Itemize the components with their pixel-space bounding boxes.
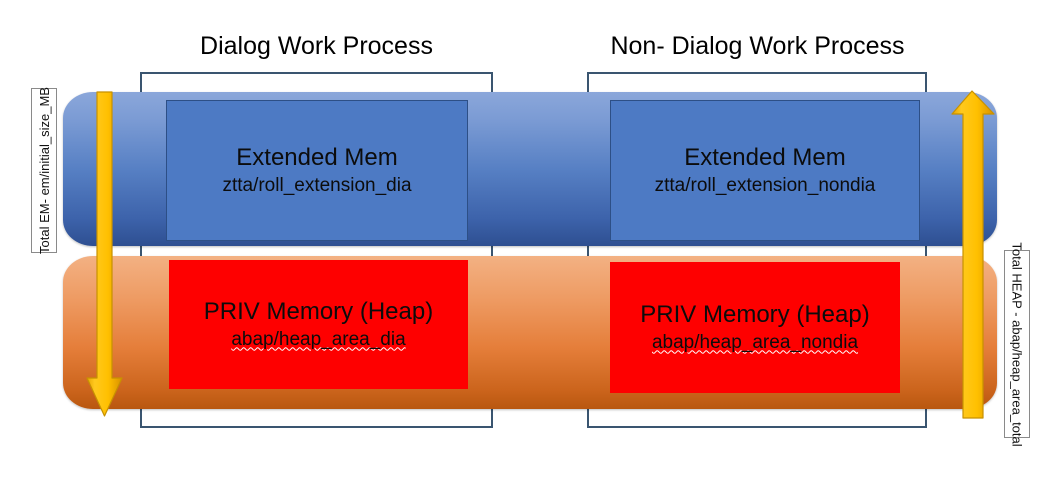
priv-heap-box-non-dialog-title: PRIV Memory (Heap) xyxy=(640,300,870,328)
extended-mem-box-non-dialog-parameter: ztta/roll_extension_nondia xyxy=(654,174,876,196)
title-non-dialog-work-process: Non- Dialog Work Process xyxy=(610,32,905,60)
title-dialog-work-process: Dialog Work Process xyxy=(200,32,433,60)
extended-mem-box-dialog-title: Extended Mem xyxy=(236,143,398,171)
bracket-dialog-work-process xyxy=(140,72,493,428)
em-consumption-arrow-down xyxy=(86,90,132,420)
side-label-total-em: Total EM- em/initial_size_MB xyxy=(31,87,57,254)
side-label-total-heap-text: Total HEAP - abap/heap_area_total xyxy=(1009,241,1025,447)
heap-consumption-arrow-up xyxy=(950,88,1000,420)
extended-mem-box-dialog: Extended Mem ztta/roll_extension_dia xyxy=(166,100,468,241)
extended-mem-box-non-dialog: Extended Mem ztta/roll_extension_nondia xyxy=(610,100,920,241)
side-label-total-em-text: Total EM- em/initial_size_MB xyxy=(36,87,52,254)
priv-heap-box-non-dialog: PRIV Memory (Heap) abap/heap_area_nondia xyxy=(610,262,900,393)
priv-heap-box-dialog-title: PRIV Memory (Heap) xyxy=(203,297,434,325)
bracket-non-dialog-work-process xyxy=(587,72,927,428)
side-label-total-heap: Total HEAP - abap/heap_area_total xyxy=(1004,242,1030,446)
priv-heap-box-non-dialog-parameter: abap/heap_area_nondia xyxy=(651,331,859,353)
priv-heap-box-dialog-parameter: abap/heap_area_dia xyxy=(231,328,406,350)
extended-mem-box-non-dialog-title: Extended Mem xyxy=(684,143,846,171)
priv-heap-box-dialog: PRIV Memory (Heap) abap/heap_area_dia xyxy=(169,260,468,389)
extended-mem-box-dialog-parameter: ztta/roll_extension_dia xyxy=(222,174,412,196)
